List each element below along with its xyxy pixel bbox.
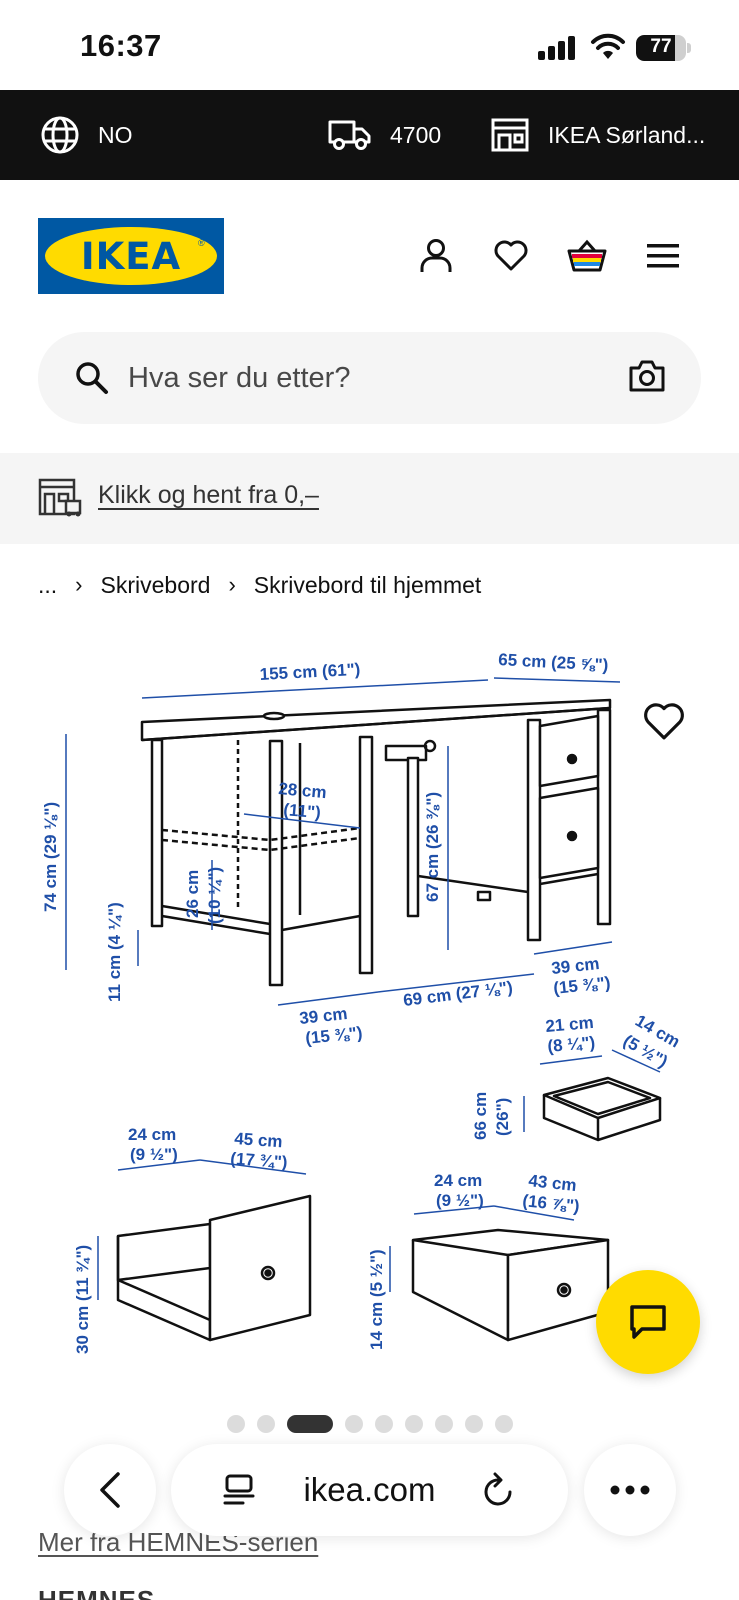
dim-knee-height: 67 cm (26 ⅜") — [423, 792, 442, 902]
search-bar — [38, 332, 701, 424]
dim-tray-width-cm: 21 cm — [545, 1013, 595, 1036]
reader-tabs-icon — [223, 1474, 255, 1505]
store-label: IKEA Sørland... — [548, 121, 706, 148]
search-icon — [76, 362, 108, 394]
chevron-left-icon — [100, 1472, 120, 1508]
chat-button[interactable] — [596, 1270, 700, 1374]
cellular-signal-icon — [538, 36, 575, 60]
add-to-favourites-button[interactable] — [642, 702, 686, 742]
product-image-dimensions[interactable]: 155 cm (61") 65 cm (25 ⅝") 74 cm (29 ⅛")… — [38, 640, 701, 1385]
dim-shelf-height-in: (10 ¼") — [205, 867, 224, 924]
carousel-dot[interactable] — [256, 1415, 275, 1433]
more-options-button[interactable] — [584, 1444, 676, 1536]
top-bar: NO 4700 IKEA Sørland... — [0, 90, 739, 180]
breadcrumb-item-desks[interactable]: Skrivebord — [100, 571, 211, 598]
store-selector[interactable]: IKEA Sørland... — [490, 90, 705, 180]
dim-tray-height-cm: 66 cm — [471, 1092, 490, 1140]
dim-small-drawer-width-in: (9 ½") — [436, 1191, 484, 1210]
carousel-dot[interactable] — [286, 1415, 333, 1433]
series-title: HEMNES — [38, 1585, 156, 1600]
heart-icon — [644, 703, 684, 740]
globe-icon — [41, 116, 79, 154]
menu-button[interactable] — [643, 236, 683, 276]
dim-tray-width-in: (8 ¼") — [547, 1033, 596, 1056]
desk-dimension-drawing: 155 cm (61") 65 cm (25 ⅝") 74 cm (29 ⅛")… — [41, 650, 683, 1354]
click-collect-store-icon — [38, 478, 82, 517]
shopping-basket-icon — [567, 239, 607, 272]
dim-left-width-in: (15 ⅜") — [304, 1023, 363, 1048]
chevron-right-icon: › — [228, 572, 236, 597]
browser-toolbar: ikea.com — [0, 1440, 739, 1540]
battery-percent: 77 — [650, 36, 672, 57]
dim-big-drawer-height: 30 cm (11 ¾") — [73, 1245, 92, 1354]
wishlist-button[interactable] — [491, 236, 531, 276]
heart-icon — [494, 240, 528, 271]
country-label: NO — [98, 121, 133, 148]
dim-small-drawer-depth-cm: 43 cm — [528, 1171, 578, 1195]
camera-icon — [629, 360, 665, 392]
postcode-label: 4700 — [390, 121, 442, 148]
chevron-right-icon: › — [75, 572, 83, 597]
dim-big-drawer-width-cm: 24 cm — [128, 1125, 176, 1144]
chat-bubble-icon — [630, 1305, 666, 1339]
breadcrumb-ellipsis[interactable]: ... — [38, 571, 58, 598]
logo-text: IKEA — [80, 235, 182, 278]
address-bar[interactable]: ikea.com — [171, 1444, 568, 1536]
delivery-truck-icon — [328, 120, 371, 150]
cart-button[interactable] — [567, 236, 607, 276]
carousel-dot[interactable] — [226, 1415, 245, 1433]
back-button[interactable] — [64, 1444, 156, 1536]
account-button[interactable] — [416, 236, 456, 276]
carousel-dot[interactable] — [434, 1415, 453, 1433]
dim-right-width-cm: 39 cm — [550, 954, 600, 978]
ikea-logo[interactable]: IKEA ® — [38, 218, 224, 294]
dim-desk-width: 155 cm (61") — [259, 660, 361, 684]
ellipsis-icon — [610, 1485, 650, 1495]
carousel-dot[interactable] — [494, 1415, 513, 1433]
dim-big-drawer-depth-in: (17 ¾") — [230, 1149, 288, 1172]
image-carousel-indicator — [0, 1414, 739, 1434]
dim-big-drawer-width-in: (9 ½") — [130, 1145, 178, 1164]
wifi-icon — [591, 33, 625, 59]
dim-shelf-depth-cm: 28 cm — [278, 779, 328, 802]
dim-desk-height: 74 cm (29 ⅛") — [41, 802, 60, 912]
carousel-dot[interactable] — [344, 1415, 363, 1433]
dim-big-drawer-depth-cm: 45 cm — [234, 1129, 283, 1151]
dim-base-height: 11 cm (4 ¼") — [105, 902, 124, 1002]
carousel-dot[interactable] — [404, 1415, 423, 1433]
status-bar: 16:37 77 — [0, 0, 739, 90]
store-icon — [491, 118, 529, 152]
breadcrumb-item-home-desks[interactable]: Skrivebord til hjemmet — [253, 571, 482, 598]
visual-search-button[interactable] — [628, 358, 666, 399]
search-input[interactable] — [128, 356, 598, 400]
dim-shelf-depth-in: (11") — [283, 800, 322, 822]
battery-icon: 77 — [636, 35, 691, 61]
country-selector[interactable]: NO — [40, 90, 133, 180]
dim-tray-height-in: (26") — [493, 1098, 512, 1136]
dim-left-width-cm: 39 cm — [298, 1004, 348, 1028]
postcode-selector[interactable]: 4700 — [328, 90, 441, 180]
dim-small-drawer-height: 14 cm (5 ½") — [367, 1249, 386, 1350]
carousel-dot[interactable] — [374, 1415, 393, 1433]
reload-icon[interactable] — [482, 1472, 516, 1508]
user-icon — [420, 239, 452, 272]
hamburger-menu-icon — [647, 244, 679, 268]
carousel-dot[interactable] — [464, 1415, 483, 1433]
status-time: 16:37 — [80, 28, 162, 63]
url-text: ikea.com — [303, 1471, 436, 1508]
click-collect-banner: Klikk og hent fra 0,– — [0, 453, 739, 544]
breadcrumb: ... › Skrivebord › Skrivebord til hjemme… — [38, 568, 481, 602]
click-collect-link[interactable]: Klikk og hent fra 0,– — [98, 481, 319, 509]
dim-small-drawer-width-cm: 24 cm — [434, 1171, 482, 1190]
dim-shelf-height-cm: 26 cm — [183, 870, 202, 918]
dim-desk-depth: 65 cm (25 ⅝") — [498, 650, 609, 675]
